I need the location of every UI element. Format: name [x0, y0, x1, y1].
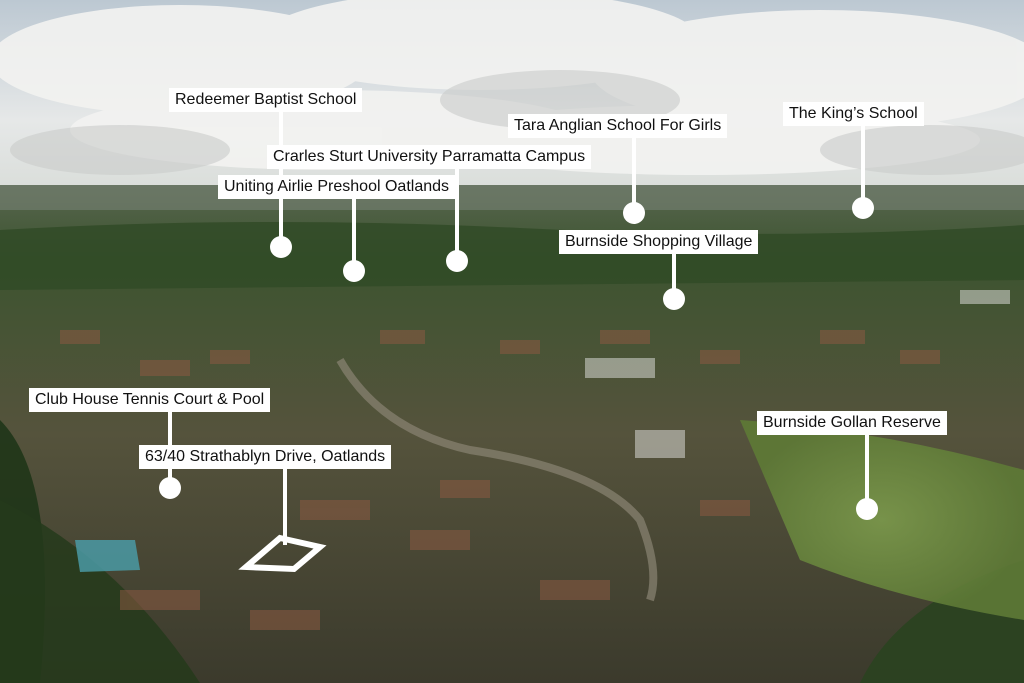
pin-dot — [852, 197, 874, 219]
pin-dot — [343, 260, 365, 282]
poi-label-tara-anglican-school: Tara Anglian School For Girls — [508, 114, 728, 138]
pin-line — [861, 124, 865, 208]
poi-label-csu-parramatta: Crarles Sturt University Parramatta Camp… — [267, 145, 592, 169]
poi-label-uniting-airlie: Uniting Airlie Preshool Oatlands — [218, 175, 456, 199]
poi-label-burnside-shopping-village: Burnside Shopping Village — [559, 230, 759, 254]
pin-dot — [856, 498, 878, 520]
poi-label-club-house: Club House Tennis Court & Pool — [29, 388, 271, 412]
poi-label-redeemer-baptist-school: Redeemer Baptist School — [169, 88, 363, 112]
pin-line — [672, 252, 676, 298]
pin-line — [283, 465, 287, 545]
poi-label-burnside-gollan-reserve: Burnside Gollan Reserve — [757, 411, 947, 435]
pin-line — [865, 433, 869, 509]
pin-dot — [663, 288, 685, 310]
pin-line — [632, 136, 636, 212]
pin-line — [352, 198, 356, 270]
property-address-label: 63/40 Strathablyn Drive, Oatlands — [139, 445, 392, 469]
pin-dot — [159, 477, 181, 499]
pin-dot — [446, 250, 468, 272]
pin-dot — [270, 236, 292, 258]
pin-dot — [623, 202, 645, 224]
pin-line — [455, 168, 459, 260]
poi-label-kings-school: The King’s School — [783, 102, 924, 126]
